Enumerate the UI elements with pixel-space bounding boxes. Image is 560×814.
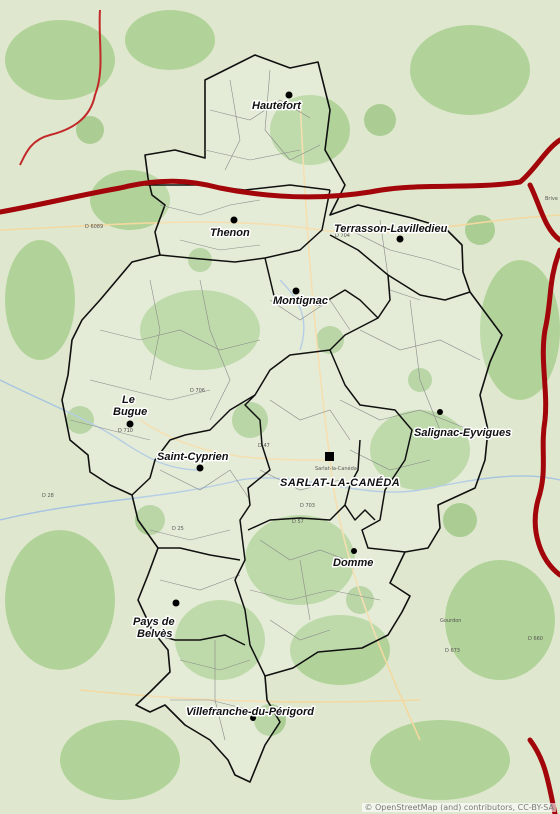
seat-dot-thenon xyxy=(230,216,238,224)
town-label: Sarlat-la-Canéda xyxy=(315,465,357,472)
canton-label-salignac: Salignac-Eyvigues xyxy=(414,427,511,439)
canton-label-villefranche: Villefranche-du-Périgord xyxy=(186,706,314,718)
canton-label-hautefort: Hautefort xyxy=(252,100,302,112)
canton-label-pays-de-belves-line2: Belvès xyxy=(137,628,172,640)
seat-dot-terrasson xyxy=(396,235,404,243)
canton-label-domme: Domme xyxy=(333,557,373,569)
seat-dot-domme xyxy=(351,548,357,554)
canton-label-montignac: Montignac xyxy=(273,295,328,307)
commune-boundaries xyxy=(69,69,481,741)
map-attribution: © OpenStreetMap (and) contributors, CC-B… xyxy=(362,803,556,812)
road-label: D 673 xyxy=(445,648,460,654)
canton-label-pays-de-belves-line1: Pays de xyxy=(133,616,175,628)
road-label: D 25 xyxy=(172,526,184,532)
canton-label-saint-cyprien: Saint-Cyprien xyxy=(157,451,229,463)
town-label: Brive xyxy=(545,196,558,202)
rivers xyxy=(0,279,560,521)
seat-dot-salignac xyxy=(437,409,443,415)
seat-dot-montignac xyxy=(292,287,300,295)
canton-label-le-bugue-line2: Bugue xyxy=(113,406,147,418)
canton-label-terrasson: Terrasson-Lavilledieu xyxy=(334,223,448,235)
study-area xyxy=(61,54,503,783)
road-label: D 706 xyxy=(190,388,205,394)
road-label: D 28 xyxy=(42,493,54,499)
canton-labels: Hautefort Thenon Terrasson-Lavilledieu M… xyxy=(112,99,513,720)
road-label: D 47 xyxy=(258,443,270,449)
forest-texture xyxy=(66,104,495,736)
canton-label-le-bugue-line1: Le xyxy=(122,394,135,406)
canton-label-sarlat: SARLAT-LA-CANÉDA xyxy=(280,476,400,489)
seat-dot-saint-cyprien xyxy=(196,464,204,472)
region-border xyxy=(19,9,102,166)
canton-seats xyxy=(126,91,443,721)
canton-boundaries xyxy=(131,184,471,677)
road-label: D 57 xyxy=(292,519,304,525)
seat-dot-pays-de-belves xyxy=(172,599,180,607)
road-label: D 710 xyxy=(118,428,133,434)
road-label: D 703 xyxy=(300,503,315,509)
town-label: Gourdon xyxy=(440,618,461,624)
seat-dot-hautefort xyxy=(285,91,293,99)
canton-label-thenon: Thenon xyxy=(210,227,250,239)
seat-dot-le-bugue xyxy=(126,420,134,428)
road-label: D 6089 xyxy=(85,224,103,230)
forest-patches xyxy=(5,10,560,800)
prefecture-square-sarlat xyxy=(325,452,334,461)
road-label: D 660 xyxy=(528,636,543,642)
road-label: D 704 xyxy=(335,233,350,239)
road-labels: D 6089 D 704 D 710 D 703 D 706 D 47 D 57… xyxy=(42,196,558,654)
seat-dot-villefranche xyxy=(250,715,256,721)
